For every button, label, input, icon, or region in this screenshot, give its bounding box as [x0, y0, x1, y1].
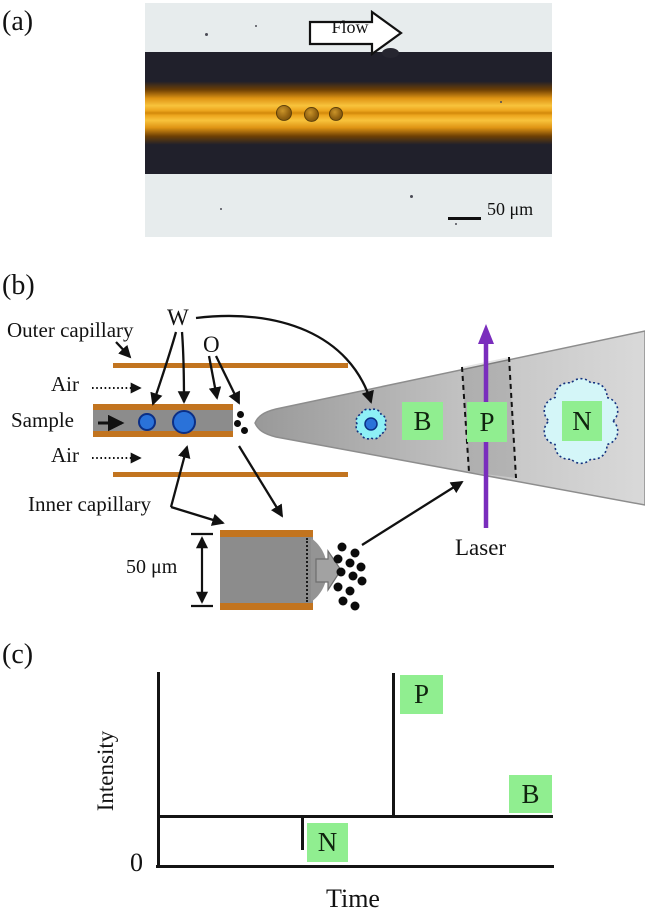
dust-speck: [455, 223, 457, 225]
c-x-axis: [156, 865, 554, 868]
scale-bar: [448, 217, 481, 220]
micro-droplet: [304, 107, 319, 122]
arrow-spray-to-probe: [361, 480, 464, 546]
debris-smudge: [382, 48, 399, 58]
inset-inner-capillary: [220, 530, 313, 610]
oil-droplet-dot: [241, 427, 248, 434]
dust-speck: [500, 101, 502, 103]
dust-speck: [255, 25, 257, 27]
panel-a-tag: (a): [2, 6, 34, 37]
water-droplet-small: [138, 413, 156, 431]
laser-label: Laser: [455, 535, 507, 560]
inset-measure-arrow: [191, 532, 213, 608]
inset-spray-arrow-icon: [315, 549, 342, 593]
zone-b-box: B: [402, 402, 443, 440]
c-negative-dip: [301, 816, 304, 850]
cloud-core-droplet: [364, 417, 378, 431]
panel-c-tag: (c): [2, 639, 34, 670]
inset-nozzle-dotted-exit: [306, 538, 308, 602]
c-peak-box: P: [400, 675, 443, 714]
arrow-inner-capillary-up: [169, 445, 191, 508]
oil-droplet-dot: [234, 420, 241, 427]
sample-label: Sample: [11, 408, 74, 432]
air-top-label: Air: [51, 372, 79, 396]
dust-speck: [410, 195, 413, 198]
panel-b-tag: (b): [2, 270, 35, 301]
flow-label: Flow: [331, 17, 369, 37]
air-bottom-label: Air: [51, 443, 79, 467]
micro-droplet: [276, 105, 292, 121]
c-background-box: B: [509, 775, 552, 813]
inner-capillary-label: Inner capillary: [28, 492, 152, 516]
inner-capillary-channel: [93, 404, 233, 437]
c-negative-box: N: [307, 823, 348, 862]
c-baseline-trace: [158, 815, 553, 818]
capillary-dark-band: [145, 52, 552, 174]
dust-speck: [205, 33, 208, 36]
zone-p-box: P: [467, 402, 507, 442]
c-positive-spike: [392, 673, 395, 818]
oil-droplet-dot: [237, 411, 244, 418]
water-droplet-large: [172, 410, 196, 434]
w-label: W: [167, 305, 189, 330]
flow-arrow-icon: [308, 10, 403, 56]
inset-meniscus: [311, 538, 327, 602]
laser-arrowhead-icon: [478, 324, 494, 344]
arrow-outer-capillary: [115, 341, 132, 359]
c-xlabel: Time: [326, 884, 380, 913]
evaporating-cloud: [355, 408, 387, 440]
dust-speck: [220, 208, 222, 210]
probe-dashed-right: [508, 356, 517, 479]
outer-capillary-label: Outer capillary: [7, 318, 134, 342]
arrow-w-to-cloud: [195, 314, 374, 404]
scale-bar-label: 50 μm: [487, 199, 534, 219]
micro-droplet: [329, 107, 343, 121]
arrow-w-to-droplet1: [150, 331, 178, 406]
o-label: O: [203, 332, 220, 357]
outer-capillary-bottom-wall: [113, 472, 348, 477]
c-y-axis: [157, 672, 160, 868]
c-ylabel: Intensity: [93, 730, 118, 812]
arrow-inner-capillary-to-inset: [170, 505, 225, 526]
inset-droplet-burst: [333, 542, 367, 611]
c-origin-label: 0: [130, 848, 143, 877]
arrow-exit-to-inset: [238, 445, 283, 518]
inset-scale-label: 50 μm: [126, 556, 178, 578]
zone-n-box: N: [562, 401, 602, 441]
outer-capillary-top-wall: [113, 363, 348, 368]
micrograph-image: Flow 50 μm: [145, 3, 552, 237]
